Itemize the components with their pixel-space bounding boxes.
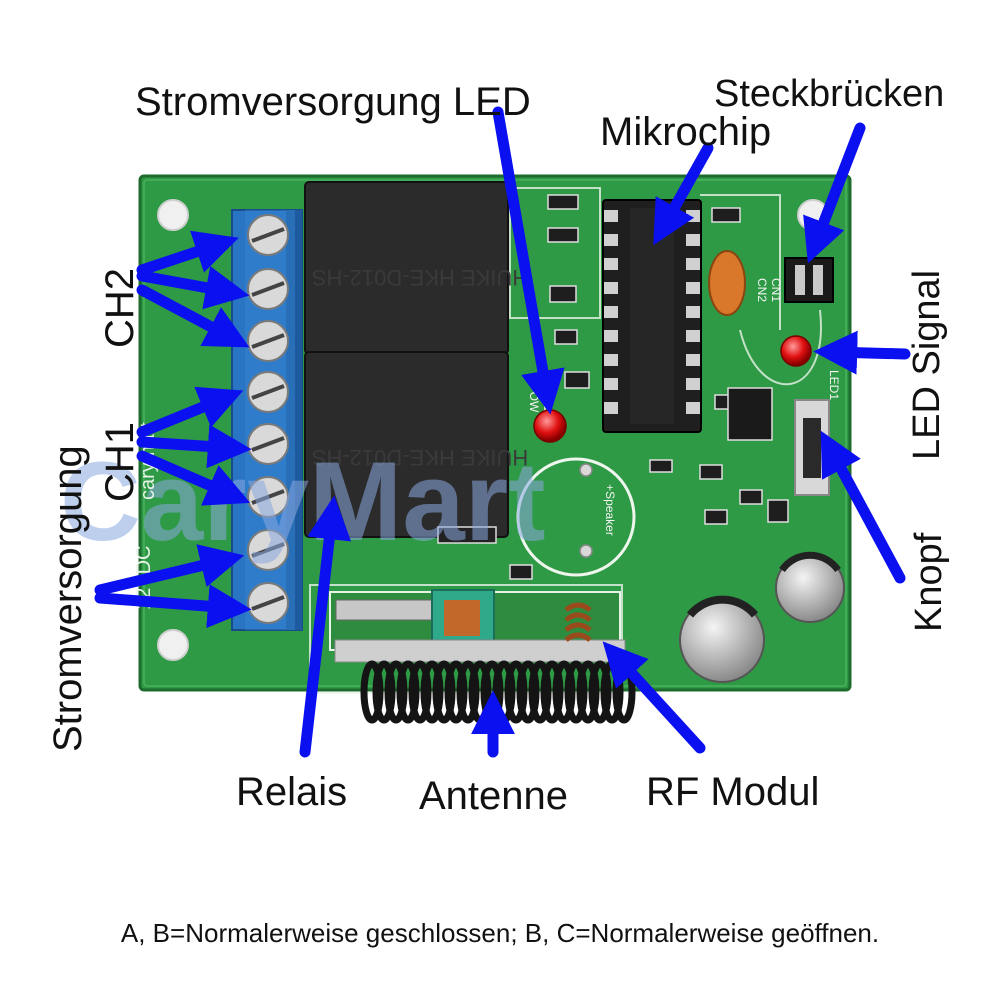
chip-pin	[604, 234, 618, 246]
smd-components	[437, 194, 789, 580]
label-power-led: Stromversorgung LED	[135, 80, 531, 124]
arrow-led-signal	[813, 330, 911, 375]
rf-module	[329, 589, 626, 663]
arrow-rf-module	[602, 641, 706, 754]
antenna-turn	[576, 660, 600, 724]
antenna-turn	[420, 660, 444, 724]
label-ch2: CH2	[98, 267, 142, 348]
jumper-cn1-marking: CN1	[769, 278, 783, 302]
screw-slot	[251, 542, 285, 558]
arrow-microchip	[653, 142, 714, 246]
callout-arrows	[94, 106, 911, 758]
screw-slot	[251, 436, 285, 452]
label-ch1: CH1	[98, 421, 142, 502]
label-led-signal: LED Signal	[906, 269, 948, 460]
chip-pin	[604, 402, 618, 414]
mounting-hole	[157, 629, 189, 661]
chip-pin	[604, 258, 618, 270]
label-antenna: Antenne	[419, 774, 569, 818]
antenna-turn	[516, 660, 540, 724]
antenna-turn	[432, 660, 456, 724]
relay-top: HUIKE HKE-D012-HS	[304, 181, 528, 355]
pow-marking: POW	[527, 384, 541, 413]
arrow-ch1-c	[136, 450, 251, 506]
arrow-power-b	[94, 584, 252, 629]
antenna-turn	[396, 660, 420, 724]
chip-pin	[686, 282, 700, 294]
arrow-ch2-a	[136, 230, 239, 276]
label-power-supply: Stromversorgung	[46, 445, 90, 752]
screw-slot	[251, 595, 285, 611]
antenna-turn	[408, 660, 432, 724]
arrow-ch1-a	[136, 386, 244, 438]
speaker-marking: +Speaker	[603, 484, 617, 536]
terminal-screws	[247, 214, 289, 624]
label-microchip: Mikrochip	[600, 110, 772, 154]
label-jumpers: Steckbrücken	[714, 73, 945, 115]
label-rf-module: RF Modul	[646, 770, 820, 814]
chip-pin	[686, 210, 700, 222]
chip-pin	[686, 354, 700, 366]
arrow-power-a	[94, 544, 245, 596]
rf-coil	[564, 602, 592, 643]
push-button	[794, 399, 830, 496]
chip-pin	[686, 258, 700, 270]
power-led	[533, 409, 567, 443]
antenna-turn	[372, 660, 396, 724]
label-button: Knopf	[908, 532, 950, 632]
mounting-hole	[157, 199, 189, 231]
chip-pin	[686, 234, 700, 246]
chip-pin	[686, 402, 700, 414]
screw-slot	[251, 227, 285, 243]
chip-pin	[604, 330, 618, 342]
chip-pin	[604, 282, 618, 294]
chip-pin	[686, 378, 700, 390]
antenna-turn	[588, 660, 612, 724]
arrow-power-led	[492, 106, 565, 415]
electrolytic-capacitor-small	[775, 551, 845, 623]
jumper-header: CN1 CN2	[755, 257, 834, 303]
screw-slot	[251, 333, 285, 349]
antenna-turn	[384, 660, 408, 724]
chip-pin	[604, 210, 618, 222]
ceramic-capacitor	[708, 250, 746, 316]
antenna-turn	[528, 660, 552, 724]
arrow-jumpers	[803, 122, 866, 264]
jumper-cn2-marking: CN2	[755, 278, 769, 302]
arrow-ch2-c	[136, 284, 250, 348]
antenna-turn	[540, 660, 564, 724]
electrolytic-capacitor-large	[679, 595, 765, 683]
led1-marking: LED1	[827, 370, 841, 400]
antenna-turn	[360, 660, 384, 724]
arrow-ch2-b	[136, 266, 250, 310]
screw-slot	[251, 384, 285, 400]
screw-slot	[251, 281, 285, 297]
speaker-outline: +Speaker	[516, 457, 636, 577]
relay-marking: HUIKE HKE-D012-HS	[312, 265, 528, 290]
relay-marking: HUIKE HKE-D012-HS	[312, 445, 528, 470]
chip-pin	[686, 306, 700, 318]
screw-slot	[251, 489, 285, 505]
arrow-button	[820, 430, 906, 584]
arrow-ch1-b	[136, 424, 252, 469]
antenna-turn	[564, 660, 588, 724]
antenna-turn	[444, 660, 468, 724]
signal-led	[780, 335, 812, 367]
chip-pin	[604, 378, 618, 390]
label-relay: Relais	[236, 770, 348, 814]
chip-pin	[604, 306, 618, 318]
caption: A, B=Normalerweise geschlossen; B, C=Nor…	[120, 918, 880, 948]
antenna-turn	[552, 660, 576, 724]
chip-pin	[604, 354, 618, 366]
chip-pin	[686, 330, 700, 342]
arrow-relay	[299, 495, 352, 758]
relay-bottom: HUIKE HKE-D012-HS	[304, 351, 528, 538]
microchip	[602, 199, 702, 433]
